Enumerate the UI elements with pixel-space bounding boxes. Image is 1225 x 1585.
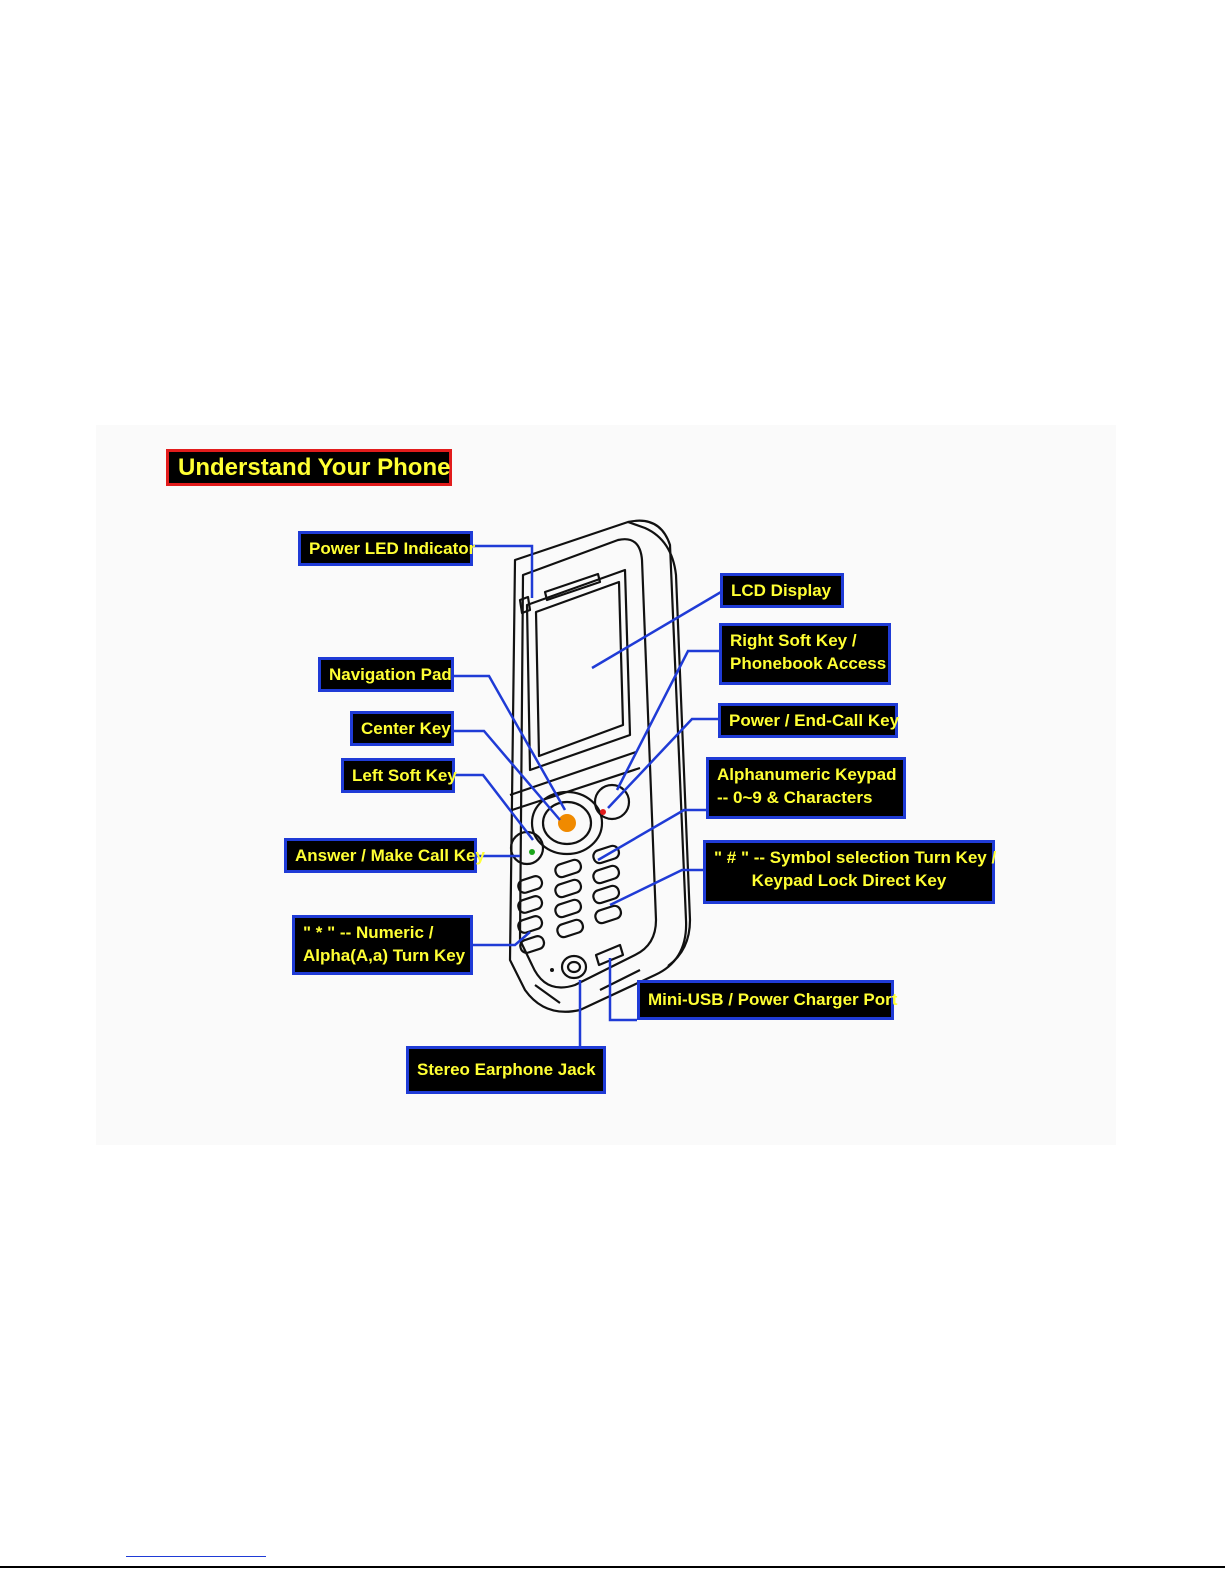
leader-power-end bbox=[607, 717, 718, 809]
callout-navigation-pad: Navigation Pad bbox=[318, 657, 454, 692]
callout-keypad-line1: Alphanumeric Keypad bbox=[717, 765, 897, 784]
callout-star-key-line1: " * " -- Numeric / bbox=[303, 923, 434, 942]
callout-right-soft-key: Right Soft Key / Phonebook Access bbox=[719, 623, 891, 685]
callout-power-end-key: Power / End-Call Key bbox=[718, 703, 900, 738]
screen-inner bbox=[534, 580, 625, 758]
end-key-dot bbox=[600, 809, 606, 815]
callout-hash-key-line2: Keypad Lock Direct Key bbox=[751, 871, 947, 890]
end-key-ring bbox=[593, 783, 631, 821]
bottom-rule bbox=[0, 1566, 1225, 1568]
leader-usb bbox=[608, 958, 637, 1022]
leader-left-soft bbox=[454, 773, 534, 841]
leader-right-soft bbox=[615, 649, 720, 791]
leader-star bbox=[472, 931, 531, 947]
phone-outer-body bbox=[508, 519, 688, 1013]
callout-left-soft-key-text: Left Soft Key bbox=[352, 766, 457, 785]
leader-hash bbox=[609, 868, 703, 907]
callout-navigation-pad-text: Navigation Pad bbox=[329, 665, 452, 684]
callout-right-soft-key-line2: Phonebook Access bbox=[730, 654, 887, 673]
callout-lcd-display-text: LCD Display bbox=[731, 581, 832, 600]
callout-star-key: " * " -- Numeric / Alpha(A,a) Turn Key bbox=[292, 915, 473, 975]
center-key-dot bbox=[558, 814, 576, 832]
callout-hash-key: " # " -- Symbol selection Turn Key / Key… bbox=[703, 840, 997, 904]
footnote-rule bbox=[126, 1556, 266, 1557]
callout-mini-usb: Mini-USB / Power Charger Port bbox=[637, 980, 898, 1020]
callout-star-key-line2: Alpha(A,a) Turn Key bbox=[303, 946, 466, 965]
callout-keypad: Alphanumeric Keypad -- 0~9 & Characters bbox=[706, 757, 906, 819]
leader-power-led bbox=[472, 544, 534, 598]
answer-key-ring bbox=[509, 830, 545, 866]
callout-answer-key: Answer / Make Call Key bbox=[284, 838, 485, 873]
callout-power-led-text: Power LED Indicator bbox=[309, 539, 476, 558]
callout-center-key-text: Center Key bbox=[361, 719, 451, 738]
phone-side-edge bbox=[627, 520, 692, 967]
nav-pad-ring bbox=[530, 790, 604, 856]
callout-right-soft-key-line1: Right Soft Key / bbox=[730, 631, 857, 650]
screen-frame bbox=[525, 568, 632, 772]
callout-mini-usb-text: Mini-USB / Power Charger Port bbox=[648, 990, 898, 1009]
keypad-keys bbox=[517, 844, 623, 954]
callout-left-soft-key: Left Soft Key bbox=[341, 758, 457, 793]
callout-center-key: Center Key bbox=[350, 711, 454, 746]
callout-hash-key-line1: " # " -- Symbol selection Turn Key / bbox=[714, 848, 997, 867]
usb-port bbox=[594, 943, 625, 967]
leader-lcd bbox=[591, 590, 722, 670]
phone-front-face bbox=[518, 538, 658, 989]
callout-lcd-display: LCD Display bbox=[720, 573, 844, 608]
callout-earphone-jack: Stereo Earphone Jack bbox=[406, 1046, 606, 1094]
callout-earphone-jack-text: Stereo Earphone Jack bbox=[417, 1060, 596, 1079]
leader-keypad bbox=[597, 808, 706, 862]
callout-power-end-key-text: Power / End-Call Key bbox=[729, 711, 900, 730]
leader-nav-pad bbox=[453, 674, 567, 811]
earphone-jack bbox=[560, 954, 588, 980]
leader-center-key bbox=[453, 729, 561, 821]
answer-key-dot bbox=[529, 849, 535, 855]
callout-power-led: Power LED Indicator bbox=[298, 531, 476, 566]
callout-answer-key-text: Answer / Make Call Key bbox=[295, 846, 485, 865]
page-title: Understand Your Phone bbox=[166, 449, 452, 486]
callout-keypad-line2: -- 0~9 & Characters bbox=[717, 788, 873, 807]
speaker-grill bbox=[543, 572, 602, 602]
